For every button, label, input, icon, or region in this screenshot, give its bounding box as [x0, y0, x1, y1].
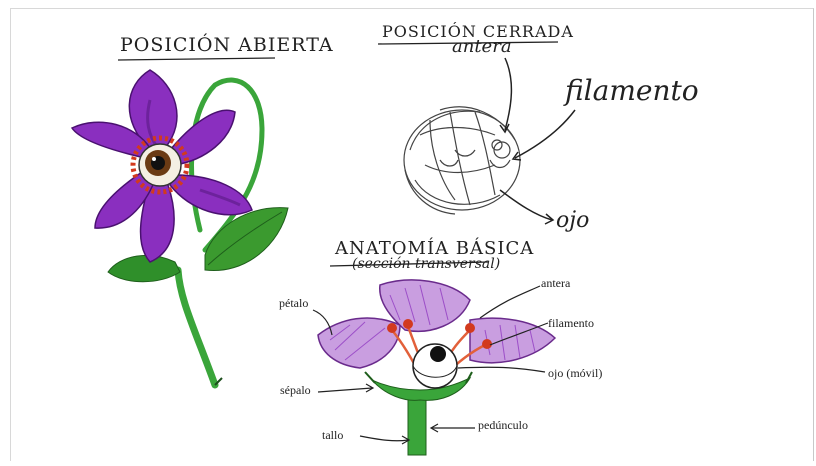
closed-sketch-arrows: [500, 58, 575, 224]
label-eye-mobile: ojo (móvil): [548, 366, 602, 381]
label-anther: antera: [541, 276, 570, 291]
label-sepal: sépalo: [280, 383, 311, 398]
closed-flower-sketch: [404, 107, 520, 214]
label-stem: tallo: [322, 428, 343, 443]
anatomy-subtitle: (sección transversal): [352, 256, 500, 272]
open-flower-main-stem: [178, 270, 215, 385]
closed-label-eye: ojo: [556, 208, 589, 233]
label-petal: pétalo: [279, 296, 308, 311]
label-filament: filamento: [548, 316, 594, 331]
open-flower-leaf-left: [108, 255, 180, 281]
closed-label-anther: antera: [452, 36, 512, 57]
open-flower-leaf-right: [205, 208, 288, 271]
closed-label-filament: filamento: [565, 74, 699, 107]
anatomy-anther: [387, 323, 397, 333]
open-position-title: POSICIÓN ABIERTA: [120, 34, 334, 56]
open-flower-illustration: [72, 70, 288, 385]
label-peduncle: pedúnculo: [478, 418, 528, 433]
anatomy-stem: [408, 395, 426, 455]
